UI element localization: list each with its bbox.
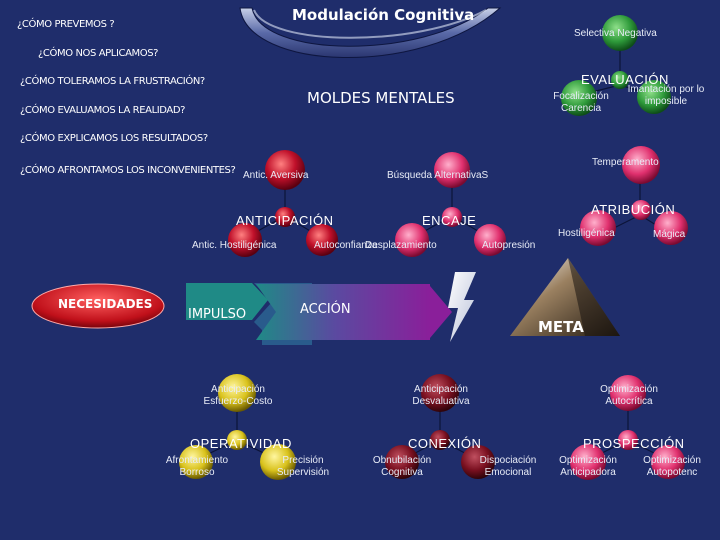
accion-label: ACCIÓN bbox=[300, 302, 351, 317]
diagram-title: Modulación Cognitiva bbox=[292, 6, 475, 24]
anticipacion-desvaluativa-label: Anticipación Desvaluativa bbox=[412, 384, 470, 407]
anticipacion-label: ANTICIPACIÓN bbox=[236, 213, 334, 228]
selectiva-negativa-label: Selectiva Negativa bbox=[574, 28, 657, 39]
operatividad-label: OPERATIVIDAD bbox=[190, 436, 292, 451]
moldes-mentales-label: MOLDES MENTALES bbox=[307, 89, 455, 107]
magica-label: Mágica bbox=[653, 229, 686, 240]
question-explicamos: ¿CÓMO EXPLICAMOS LOS RESULTADOS? bbox=[20, 133, 208, 144]
busqueda-label: Búsqueda AlternativaS bbox=[387, 170, 489, 181]
prospeccion-label: PROSPECCIÓN bbox=[583, 436, 685, 451]
autopresion-label: Autopresión bbox=[482, 240, 536, 251]
dispociacion-label: Dispociación Emocional bbox=[479, 455, 537, 478]
question-aplicamos: ¿CÓMO NOS APLICAMOS? bbox=[38, 48, 159, 59]
optimizacion-anticipadora-label: Optimización Anticipadora bbox=[559, 455, 617, 478]
temperamento-label: Temperamento bbox=[592, 157, 659, 168]
hostiligenica-label: Hostiligénica bbox=[558, 228, 615, 239]
encaje-label: ENCAJE bbox=[422, 213, 477, 228]
precision-label: Precisión Supervisión bbox=[276, 455, 330, 478]
question-afrontamos: ¿CÓMO AFRONTAMOS LOS INCONVENIENTES? bbox=[20, 165, 236, 176]
obnubilacion-label: Obnubilación Cognitiva bbox=[372, 455, 432, 478]
imantacion-label: Imantación por lo imposible bbox=[627, 84, 705, 107]
anticipacion-esfuerzo-label: Anticipación Esfuerzo-Costo bbox=[203, 384, 273, 407]
impulso-label: IMPULSO bbox=[188, 307, 247, 322]
question-toleramos: ¿CÓMO TOLERAMOS LA FRUSTRACIÓN? bbox=[20, 76, 205, 87]
autoconfianza-label: Autoconfianza bbox=[314, 240, 378, 251]
desplazamiento-label: Desplazamiento bbox=[365, 240, 437, 251]
antic-aversiva-label: Antic. Aversiva bbox=[243, 170, 309, 181]
meta-label: META bbox=[538, 318, 584, 336]
focalizacion-label: Focalización Carencia bbox=[553, 91, 609, 114]
conexion-label: CONEXIÓN bbox=[408, 436, 482, 451]
evaluacion-label: EVALUACIÓN bbox=[581, 72, 669, 87]
afrontamiento-label: Afrontamiento Borroso bbox=[165, 455, 229, 478]
optimizacion-autocritica-label: Optimización Autocrítica bbox=[600, 384, 658, 407]
atribucion-label: ATRIBUCIÓN bbox=[591, 202, 676, 217]
necesidades-label: NECESIDADES bbox=[58, 297, 153, 311]
question-prevemos: ¿CÓMO PREVEMOS ? bbox=[17, 19, 115, 30]
optimizacion-autopotenc-label: Optimización Autopotenc bbox=[643, 455, 701, 478]
antic-hostiligenica-label: Antic. Hostiligénica bbox=[192, 240, 277, 251]
question-evaluamos: ¿CÓMO EVALUAMOS LA REALIDAD? bbox=[20, 105, 186, 116]
